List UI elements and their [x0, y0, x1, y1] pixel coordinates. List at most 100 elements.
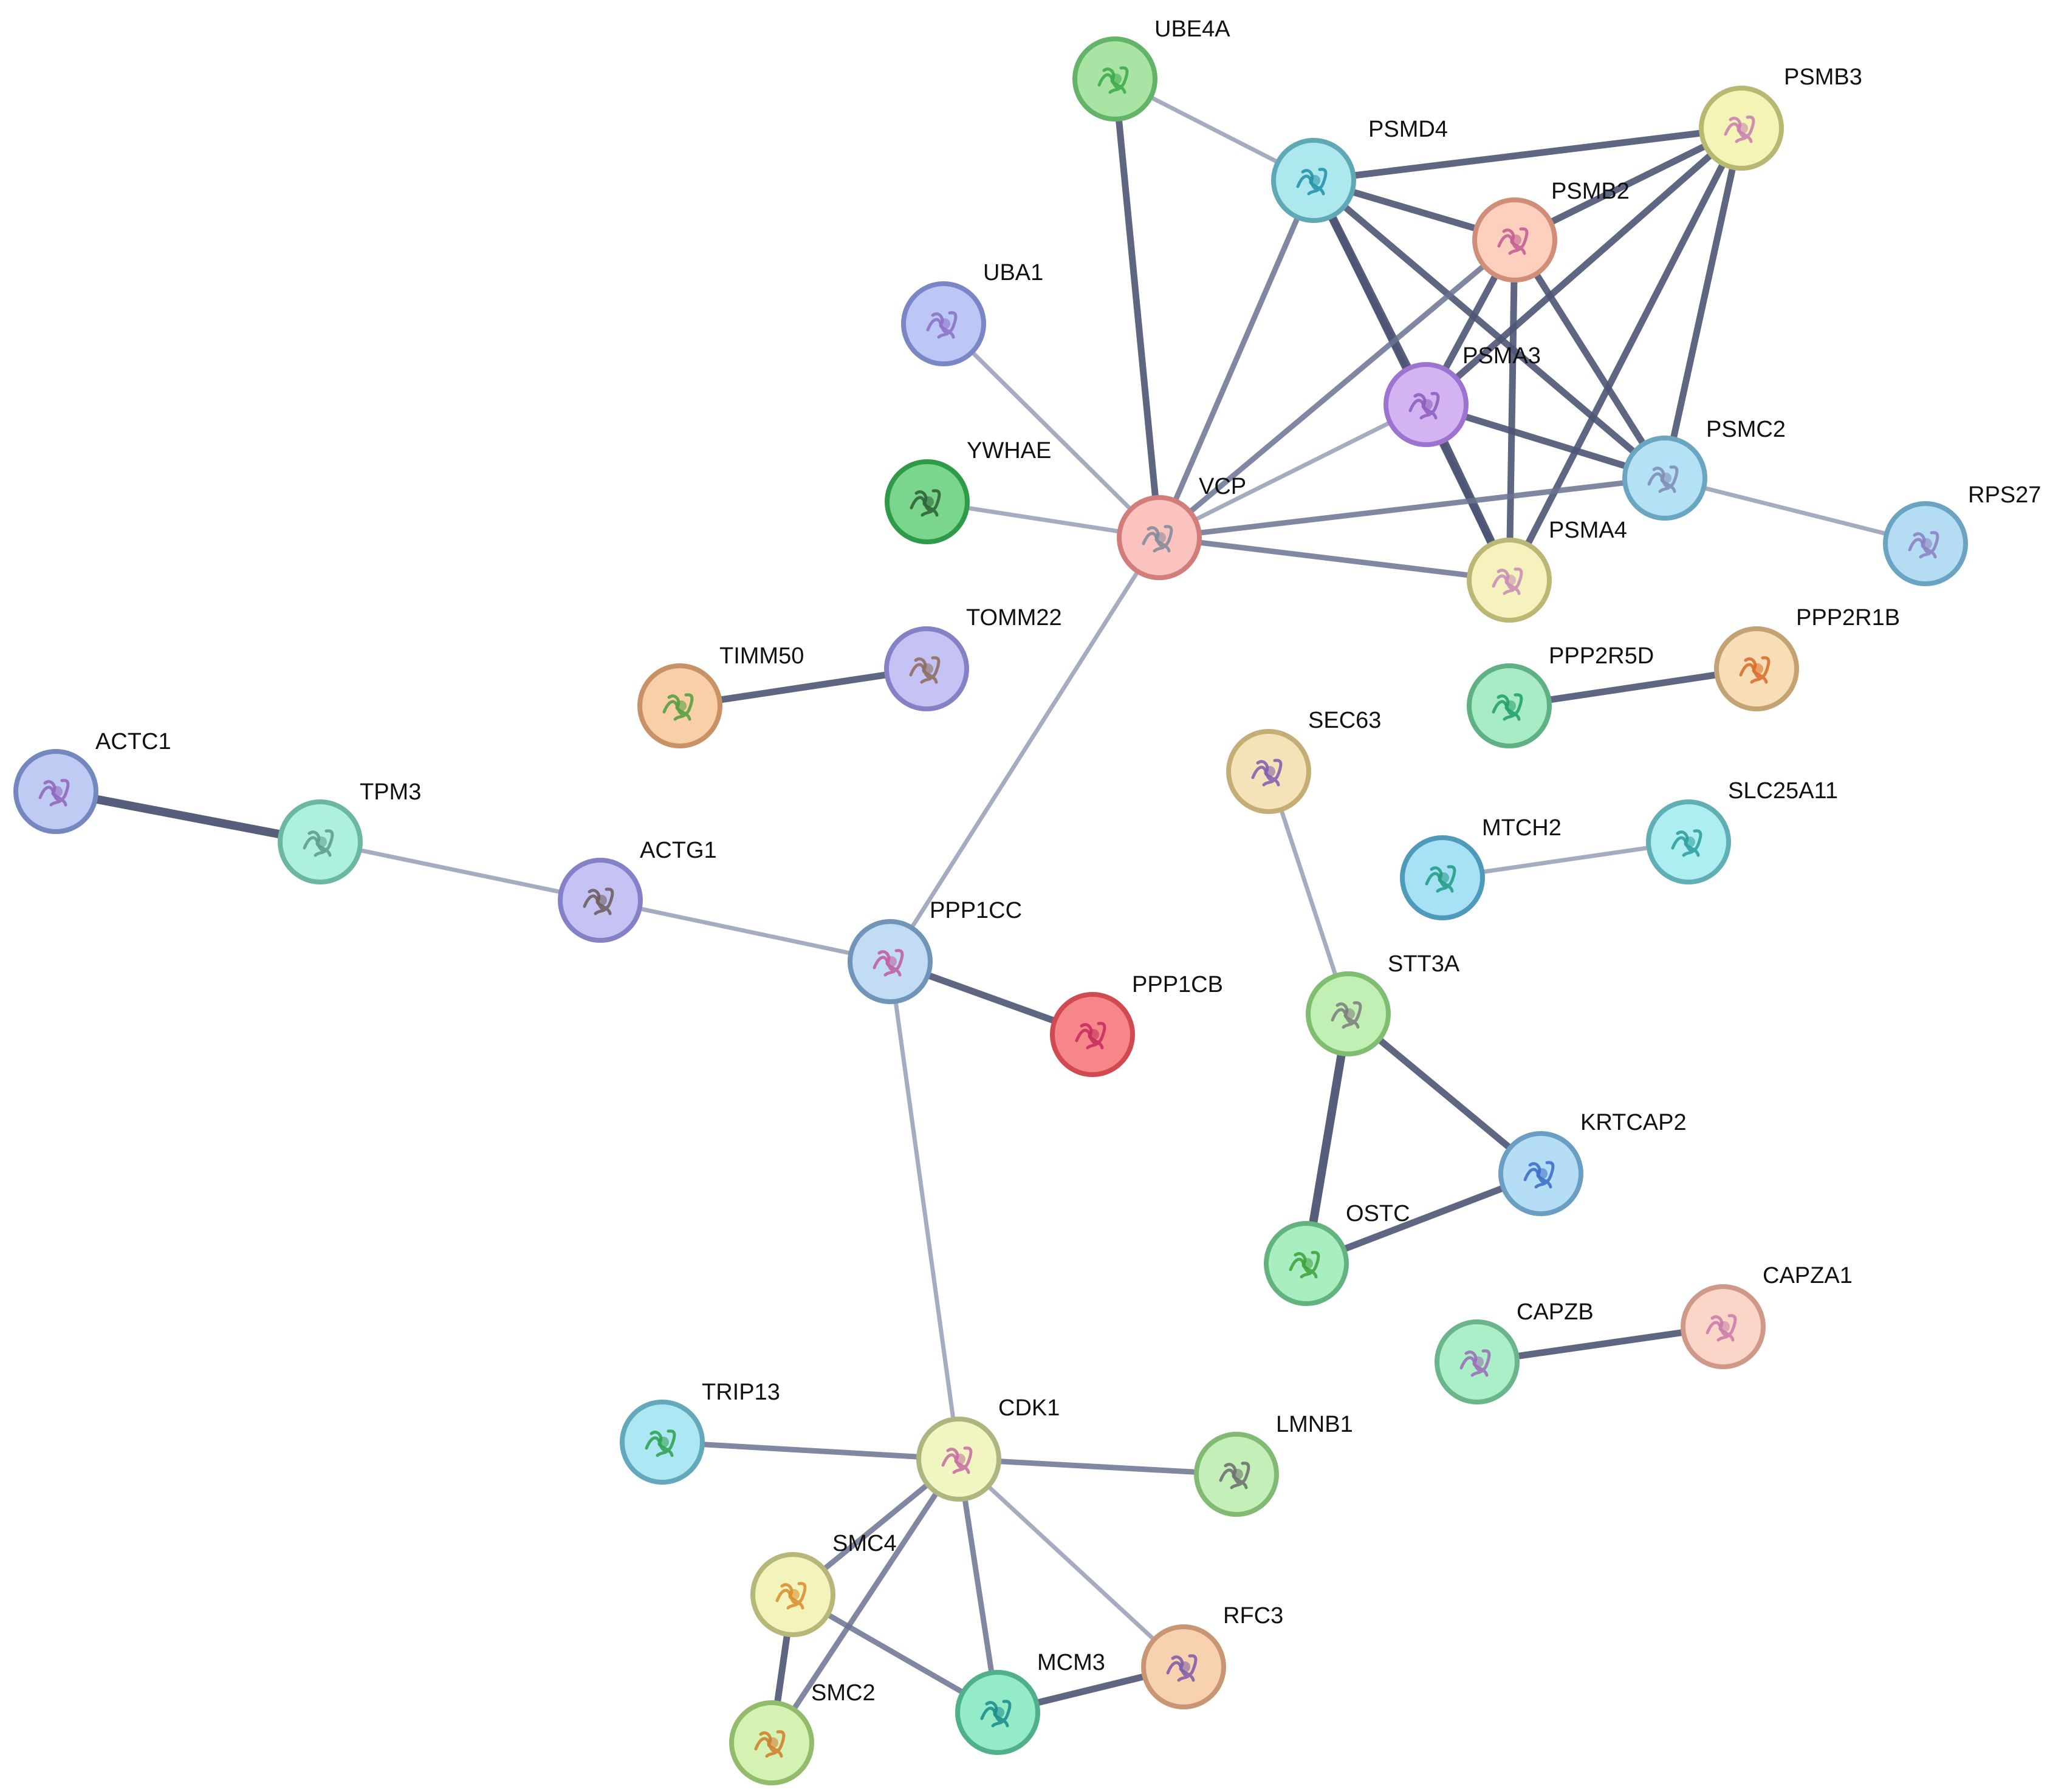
edge-vcp-ppp1cc[interactable]	[888, 535, 1162, 964]
node-label: TPM3	[360, 779, 421, 805]
edge-psmb3-psma3[interactable]	[1422, 125, 1745, 408]
node-mcm3[interactable]: MCM3	[955, 1650, 1105, 1755]
node-label: TOMM22	[966, 605, 1062, 631]
protein-structure-icon	[1296, 168, 1328, 196]
node-actc1[interactable]: ACTC1	[13, 729, 171, 834]
node-label: PPP2R5D	[1549, 643, 1654, 669]
node-label: PPP1CB	[1132, 972, 1223, 997]
node-slc25a11[interactable]: SLC25A11	[1646, 778, 1838, 884]
protein-structure-icon	[1425, 865, 1456, 893]
node-stt3a[interactable]: STT3A	[1306, 951, 1460, 1056]
node-smc2[interactable]: SMC2	[729, 1680, 876, 1785]
node-lmnb1[interactable]: LMNB1	[1194, 1412, 1353, 1517]
node-ppp2r5d[interactable]: PPP2R5D	[1467, 643, 1654, 748]
node-ube4a[interactable]: UBE4A	[1072, 16, 1230, 121]
edge-psmd4-psmb3[interactable]	[1310, 125, 1745, 184]
protein-structure-icon	[1908, 531, 1939, 559]
protein-structure-icon	[873, 949, 904, 977]
node-cdk1[interactable]: CDK1	[916, 1395, 1060, 1502]
node-sec63[interactable]: SEC63	[1226, 708, 1381, 814]
node-trip13[interactable]: TRIP13	[620, 1380, 780, 1485]
node-tpm3[interactable]: TPM3	[278, 779, 421, 884]
protein-structure-icon	[303, 829, 334, 857]
edge-ppp1cc-cdk1[interactable]	[888, 959, 961, 1462]
protein-structure-icon	[583, 887, 614, 915]
node-timm50[interactable]: TIMM50	[637, 643, 804, 748]
node-psma4[interactable]: PSMA4	[1467, 518, 1627, 623]
node-ywhae[interactable]: YWHAE	[885, 438, 1051, 544]
node-label: PSMD4	[1368, 117, 1448, 142]
edge-psmb2-vcp[interactable]	[1156, 237, 1518, 541]
edge-psmb3-psmc2[interactable]	[1661, 125, 1745, 482]
node-label: PSMC2	[1706, 417, 1786, 442]
protein-structure-icon	[1497, 227, 1529, 255]
node-capzb[interactable]: CAPZB	[1435, 1299, 1594, 1404]
protein-structure-icon	[1075, 1022, 1106, 1050]
node-psmb2[interactable]: PSMB2	[1472, 179, 1630, 282]
node-actg1[interactable]: ACTG1	[558, 838, 717, 943]
node-krtcap2[interactable]: KRTCAP2	[1498, 1110, 1687, 1216]
node-ppp1cb[interactable]: PPP1CB	[1050, 972, 1223, 1077]
edge-cdk1-lmnb1[interactable]	[956, 1456, 1239, 1477]
node-psmc2[interactable]: PSMC2	[1622, 417, 1786, 521]
node-label: CAPZA1	[1763, 1263, 1853, 1288]
node-smc4[interactable]: SMC4	[750, 1531, 897, 1637]
protein-structure-icon	[1408, 392, 1440, 420]
node-rfc3[interactable]: RFC3	[1141, 1603, 1283, 1709]
protein-structure-icon	[941, 1446, 973, 1474]
edge-cdk1-rfc3[interactable]	[956, 1457, 1186, 1669]
protein-structure-icon	[926, 311, 958, 339]
protein-structure-icon	[1289, 1251, 1320, 1279]
edge-psmc2-rps27[interactable]	[1662, 476, 1928, 546]
protein-structure-icon	[1142, 525, 1173, 553]
edge-cdk1-mcm3[interactable]	[956, 1456, 1001, 1715]
node-uba1[interactable]: UBA1	[901, 260, 1043, 366]
node-label: CAPZB	[1517, 1299, 1594, 1325]
edge-psmd4-psmc2[interactable]	[1310, 177, 1668, 482]
node-label: STT3A	[1388, 951, 1460, 977]
node-psmd4[interactable]: PSMD4	[1271, 117, 1448, 223]
edge-psmb2-psmc2[interactable]	[1511, 236, 1668, 482]
protein-structure-icon	[1706, 1314, 1737, 1342]
node-psmb3[interactable]: PSMB3	[1699, 64, 1862, 171]
node-psma3[interactable]: PSMA3	[1383, 343, 1541, 447]
node-rps27[interactable]: RPS27	[1883, 482, 2041, 586]
protein-structure-icon	[1459, 1349, 1491, 1377]
protein-structure-icon	[980, 1700, 1012, 1728]
node-ppp1cc[interactable]: PPP1CC	[848, 898, 1022, 1004]
node-ppp2r1b[interactable]: PPP2R1B	[1714, 605, 1900, 711]
node-label: MTCH2	[1482, 815, 1562, 841]
protein-structure-icon	[1251, 759, 1283, 787]
node-label: ACTG1	[640, 838, 717, 863]
edge-psmd4-vcp[interactable]	[1156, 177, 1317, 541]
edge-psmb2-psma4[interactable]	[1506, 236, 1518, 584]
edge-tpm3-actg1[interactable]	[318, 840, 603, 903]
protein-structure-icon	[1097, 66, 1129, 94]
node-label: TIMM50	[719, 643, 804, 669]
protein-structure-icon	[1331, 1001, 1362, 1029]
edge-psmc2-vcp[interactable]	[1156, 475, 1668, 541]
protein-structure-icon	[754, 1730, 786, 1758]
protein-structure-icon	[1492, 693, 1523, 721]
node-tomm22[interactable]: TOMM22	[884, 605, 1062, 711]
node-mtch2[interactable]: MTCH2	[1400, 815, 1562, 920]
node-label: PSMA3	[1462, 343, 1541, 369]
edge-ube4a-vcp[interactable]	[1111, 75, 1163, 541]
edge-psmb3-psma4[interactable]	[1506, 125, 1745, 584]
edge-actc1-tpm3[interactable]	[52, 787, 324, 846]
node-vcp[interactable]: VCP	[1117, 474, 1246, 580]
edge-psma3-vcp[interactable]	[1157, 402, 1428, 540]
protein-structure-icon	[1739, 656, 1771, 684]
protein-structure-icon	[1523, 1161, 1555, 1189]
edge-actg1-ppp1cc[interactable]	[598, 898, 893, 964]
protein-structure-icon	[910, 489, 941, 517]
edge-uba1-vcp[interactable]	[941, 321, 1162, 540]
edge-cdk1-smc2[interactable]	[769, 1456, 962, 1746]
edge-psma4-vcp[interactable]	[1156, 535, 1512, 583]
node-label: SMC4	[832, 1531, 897, 1556]
node-label: CDK1	[998, 1395, 1060, 1421]
node-ostc[interactable]: OSTC	[1264, 1201, 1410, 1306]
edge-trip13-cdk1[interactable]	[659, 1439, 962, 1462]
node-capza1[interactable]: CAPZA1	[1681, 1263, 1853, 1369]
node-label: SEC63	[1308, 708, 1381, 733]
